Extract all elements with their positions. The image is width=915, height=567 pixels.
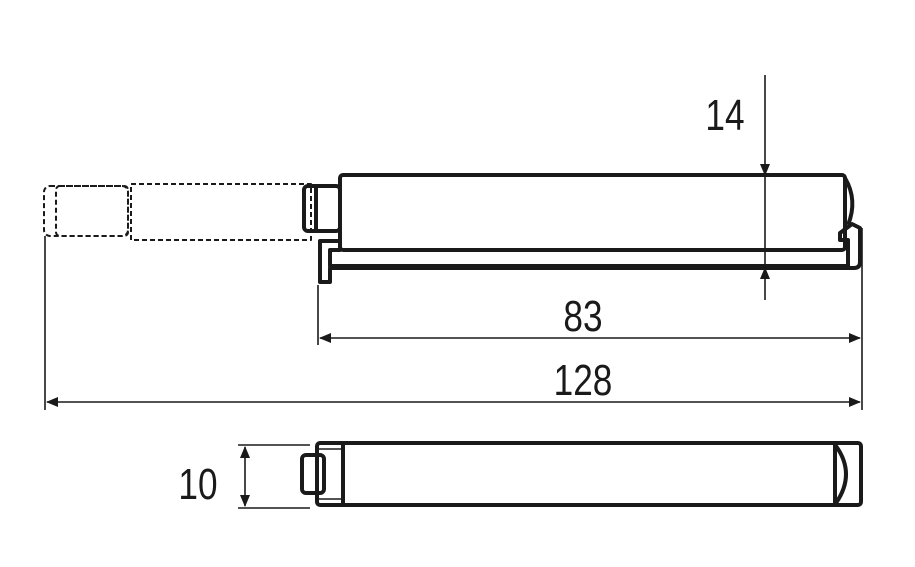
dimension-label-128: 128 bbox=[554, 356, 613, 405]
dimension-height-top: 14 bbox=[705, 75, 770, 300]
dimension-label-10: 10 bbox=[178, 460, 217, 509]
dimension-height-bottom: 10 bbox=[178, 444, 310, 509]
dimension-label-14: 14 bbox=[705, 91, 744, 140]
extended-plunger-outline bbox=[43, 183, 312, 241]
top-view-latch bbox=[300, 441, 863, 507]
dimension-rail-length: 83 bbox=[317, 228, 863, 410]
dimension-total-length: 128 bbox=[44, 236, 861, 410]
dimension-label-83: 83 bbox=[563, 292, 602, 341]
side-view-latch bbox=[302, 173, 862, 284]
